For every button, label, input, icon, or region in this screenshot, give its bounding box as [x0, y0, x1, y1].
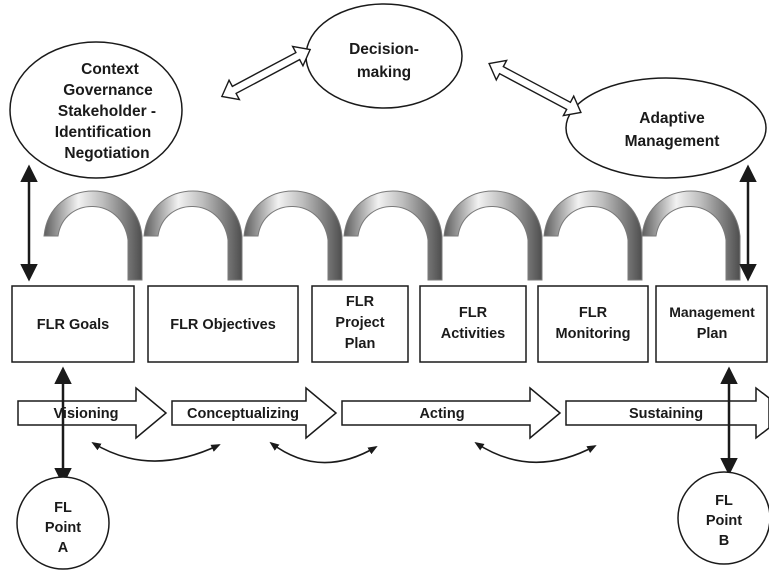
- stage-acting-arrow: Acting: [341, 386, 562, 440]
- stage-acting-label: Acting: [419, 406, 464, 422]
- box-management-line-1: Management: [669, 304, 755, 320]
- point-a-line-2: Point: [45, 520, 81, 536]
- box-activities-line-1: FLR: [459, 305, 488, 321]
- point-b-line-1: FL: [715, 493, 733, 509]
- context-line-4: Identification: [55, 124, 151, 141]
- coil-loop: [143, 190, 243, 281]
- context-line-2: Governance: [63, 82, 153, 99]
- stage-sustaining-label: Sustaining: [629, 406, 703, 422]
- point-a-line-1: FL: [54, 500, 72, 516]
- stage-sustaining-arrow: Sustaining: [565, 386, 769, 440]
- context-line-3: Stakeholder -: [58, 103, 156, 120]
- decision-ellipse: Decision- making: [305, 3, 463, 109]
- box-flr-project-plan: FLR Project Plan: [311, 285, 409, 363]
- box-project-line-3: Plan: [345, 336, 376, 352]
- point-b-line-3: B: [719, 533, 729, 549]
- fl-point-b: FL Point B: [677, 471, 769, 565]
- box-flr-objectives-label: FLR Objectives: [170, 317, 276, 333]
- box-project-line-2: Project: [335, 315, 384, 331]
- decision-adaptive-double-arrow: [488, 59, 582, 117]
- box-flr-activities: FLR Activities: [419, 285, 527, 363]
- box-flr-goals-label: FLR Goals: [37, 317, 110, 333]
- point-b-line-2: Point: [706, 513, 742, 529]
- stage-conceptualizing-arrow: Conceptualizing: [171, 386, 338, 440]
- context-decision-double-arrow: [220, 45, 312, 101]
- box-flr-goals: FLR Goals: [11, 285, 135, 363]
- adaptive-line-1: Adaptive: [639, 110, 705, 127]
- box-monitoring-line-2: Monitoring: [556, 326, 631, 342]
- stage-visioning-arrow: Visioning: [17, 386, 168, 440]
- feedback-arrow-2: [269, 441, 378, 464]
- coil-loop: [243, 190, 343, 281]
- box-management-line-2: Plan: [697, 326, 728, 342]
- context-line-5: Negotiation: [64, 145, 149, 162]
- adaptive-ellipse: Adaptive Management: [565, 77, 767, 179]
- feedback-arrow-3: [474, 441, 597, 464]
- coil-loop: [443, 190, 543, 281]
- point-a-line-3: A: [58, 540, 69, 556]
- coil-loop: [543, 190, 643, 281]
- decision-line-2: making: [357, 64, 411, 81]
- coil-loop: [43, 190, 143, 281]
- coil-loop: [641, 190, 741, 281]
- spiral-coil: [43, 190, 741, 281]
- adaptive-line-2: Management: [625, 133, 720, 150]
- fl-point-a: FL Point A: [16, 476, 110, 570]
- feedback-arrow-1: [91, 441, 221, 462]
- coil-loop: [343, 190, 443, 281]
- box-flr-objectives: FLR Objectives: [147, 285, 299, 363]
- box-management-plan: Management Plan: [655, 285, 768, 363]
- context-line-1: Context: [81, 61, 139, 78]
- box-flr-monitoring: FLR Monitoring: [537, 285, 649, 363]
- box-activities-line-2: Activities: [441, 326, 505, 342]
- box-project-line-1: FLR: [346, 294, 375, 310]
- context-ellipse: Context Governance Stakeholder - Identif…: [9, 41, 183, 179]
- stage-conceptualizing-label: Conceptualizing: [187, 406, 299, 422]
- decision-line-1: Decision-: [349, 41, 419, 58]
- box-monitoring-line-1: FLR: [579, 305, 608, 321]
